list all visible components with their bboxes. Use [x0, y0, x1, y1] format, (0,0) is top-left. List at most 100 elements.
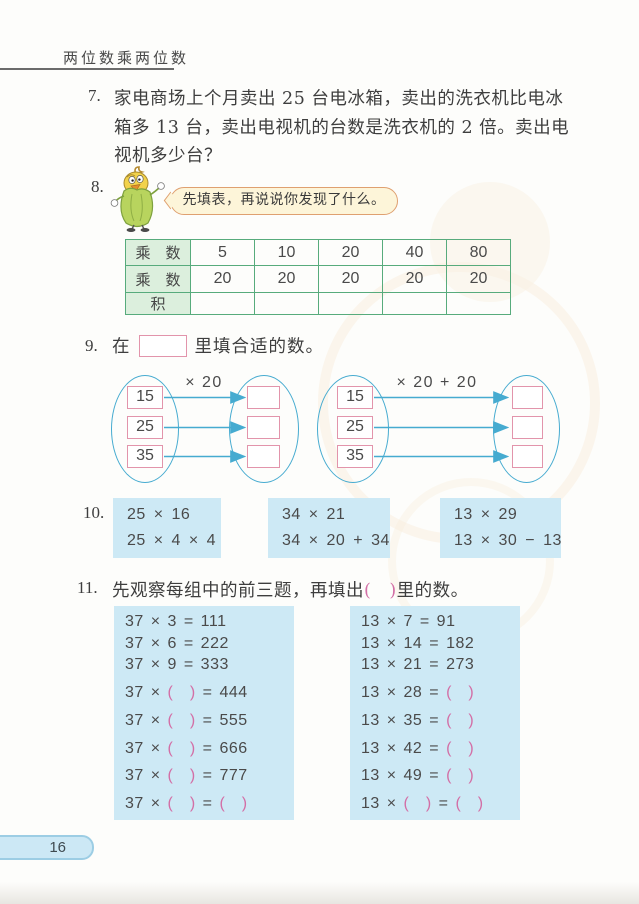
expression: 13 × 30 − 13: [454, 532, 562, 549]
target-set-ellipse: [229, 375, 299, 483]
expression: 25 × 4 × 4: [127, 532, 217, 549]
paren-blank: (: [446, 767, 452, 785]
table-cell: [446, 292, 511, 315]
p11-prompt: 先观察每组中的前三题，再填出( )里的数。: [112, 577, 469, 602]
expression: 34 × 20 + 34: [282, 532, 390, 549]
answer-box: [512, 416, 543, 439]
equation-text: [461, 795, 478, 812]
equation-text: 13 × 14 = 182: [361, 634, 475, 652]
equation-text: = 666: [195, 739, 248, 757]
paren-blank: ): [477, 795, 484, 813]
corn-mascot-illustration: [110, 166, 165, 232]
equation-text: 37 ×: [125, 684, 168, 702]
equation-text: [173, 795, 190, 812]
equation-text: [409, 795, 426, 812]
table-cell: 20: [190, 265, 255, 293]
equation-text: 37 ×: [125, 711, 168, 729]
equation-text: 13 × 42 =: [361, 739, 447, 757]
equation-text: 37 ×: [125, 739, 168, 757]
table-cell: [190, 292, 255, 315]
table-cell: [382, 292, 447, 315]
answer-box: [512, 445, 543, 468]
equation-line: 37 × ( ) = 777: [114, 761, 294, 785]
source-set-ellipse: [317, 375, 389, 483]
equation-line: 13 × 21 = 273: [350, 656, 520, 674]
equation-column-left: 37 × 3 = 111 37 × 6 = 222 37 × 9 = 333 37 ×…: [114, 606, 294, 820]
problem-7-number: 7.: [88, 86, 101, 105]
paren-blank: ): [189, 739, 196, 757]
equation-line: 13 × 28 = ( ): [350, 678, 520, 702]
table-cell: 20: [254, 265, 319, 293]
paren-blank: ): [189, 767, 196, 785]
table-cell: 80: [446, 239, 511, 266]
table-cell: 20: [446, 265, 511, 293]
chapter-header: 两位数乘两位数: [63, 49, 190, 67]
problem-7-text: 家电商场上个月卖出 25 台电冰箱，卖出的洗衣机比电冰 箱多 13 台，卖出电视…: [114, 85, 584, 171]
equation-line: 37 × ( ) = 555: [114, 706, 294, 730]
equation-text: 37 × 6 = 222: [125, 634, 229, 652]
page-bottom-edge: [0, 882, 639, 904]
answer-box: [247, 416, 280, 439]
table-cell: 20: [382, 265, 447, 293]
equation-text: 37 × 3 = 111: [125, 612, 227, 630]
paren-blank: (: [167, 711, 174, 729]
paren-blank: ): [468, 684, 475, 702]
source-number-box: 25: [127, 416, 163, 439]
equation-text: 13 × 35 =: [361, 711, 447, 729]
equation-line: 37 × 9 = 333: [114, 656, 294, 674]
problem-8-number: 8.: [91, 177, 104, 196]
equation-line: 13 × 14 = 182: [350, 635, 520, 653]
p9-prompt-before: 在: [112, 337, 131, 357]
answer-box: [247, 445, 280, 468]
paren-blank: (: [455, 795, 462, 813]
equation-line: 13 × 35 = ( ): [350, 706, 520, 730]
paren-blank: (: [167, 739, 174, 757]
equation-text: 13 × 28 =: [361, 684, 447, 702]
equation-text: =: [195, 795, 220, 813]
table-row: 积: [125, 292, 511, 315]
source-number-box: 35: [127, 445, 163, 468]
table-cell: [318, 292, 383, 315]
table-row-label: 积: [125, 292, 191, 315]
target-set-ellipse: [493, 375, 560, 483]
paren-blank: ): [468, 767, 475, 785]
table-cell: 10: [254, 239, 319, 266]
table-cell: 20: [318, 239, 383, 266]
equation-line: 37 × ( ) = 666: [114, 734, 294, 758]
problem-7-line: 视机多少台？: [114, 146, 222, 166]
page-number-pill: 16: [0, 835, 94, 860]
equation-text: 37 ×: [125, 767, 168, 785]
equation-text: 13 ×: [361, 795, 404, 813]
equation-text: [452, 767, 469, 784]
paren-blank: ): [241, 795, 248, 813]
paren-blank: (: [167, 684, 174, 702]
equation-text: 37 × 9 = 333: [125, 656, 229, 674]
paren-blank: ): [468, 711, 475, 729]
paren-blank: (: [219, 795, 226, 813]
equation-text: 先观察每组中的前三题，再填出: [112, 581, 364, 601]
problem-9-number: 9.: [85, 336, 98, 355]
equation-line: 37 × ( ) = 444: [114, 678, 294, 702]
table-cell: 5: [190, 239, 255, 266]
mapping-rule-label: × 20: [185, 374, 223, 391]
equation-text: [173, 740, 190, 757]
speech-bubble: 先填表，再说说你发现了什么。: [170, 187, 398, 215]
equation-line: 37 × ( ) = ( ): [114, 789, 294, 813]
page-number: 16: [49, 839, 66, 856]
table-cell: 20: [318, 265, 383, 293]
problem-9-prompt: 在 里填合适的数。: [112, 333, 324, 358]
problem-11-number: 11.: [77, 578, 98, 597]
equation-line: 13 × ( ) = ( ): [350, 789, 520, 813]
problem-7-line: 箱多 13 台，卖出电视机的台数是洗衣机的 2 倍。卖出电: [114, 117, 570, 138]
paren-blank: (: [446, 684, 452, 702]
